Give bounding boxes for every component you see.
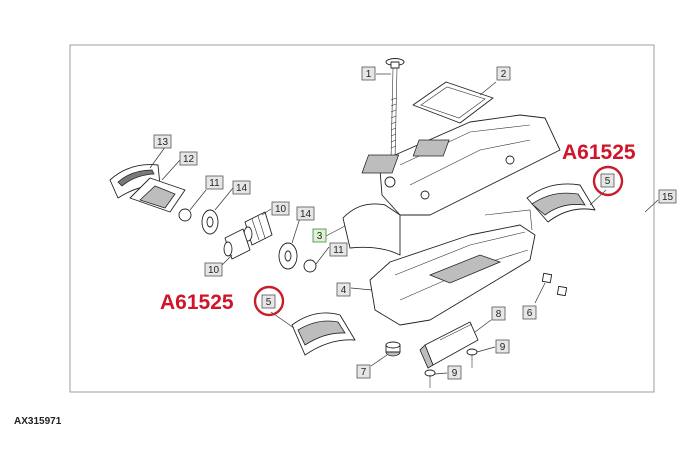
part-gasket — [412, 81, 494, 124]
part-bolt — [385, 58, 405, 161]
callout-10-upper: 10 — [271, 201, 290, 216]
part-pad-a — [541, 272, 553, 284]
svg-text:4: 4 — [341, 285, 347, 296]
svg-text:9: 9 — [452, 368, 458, 379]
part-screw-a — [424, 369, 436, 388]
figure-id: AX315971 — [14, 416, 62, 427]
svg-text:5: 5 — [266, 297, 272, 308]
part-washer-upper — [201, 209, 219, 235]
callout-10-lower: 10 — [204, 262, 223, 277]
part-shield — [109, 164, 161, 199]
part-upper-housing — [342, 114, 561, 256]
callout-3: 3 — [312, 228, 327, 243]
svg-text:9: 9 — [500, 342, 506, 353]
highlight-ring-right — [592, 165, 624, 197]
svg-text:10: 10 — [208, 265, 220, 276]
svg-text:10: 10 — [275, 204, 287, 215]
svg-text:6: 6 — [527, 308, 533, 319]
svg-text:8: 8 — [496, 309, 502, 320]
svg-text:3: 3 — [317, 231, 323, 242]
highlight-ring-left — [253, 285, 285, 317]
callout-8: 8 — [491, 306, 506, 321]
diagram-frame — [69, 44, 655, 393]
part-bushing-upper — [243, 211, 273, 246]
svg-text:11: 11 — [209, 178, 220, 189]
part-snap-ring-lower — [303, 259, 317, 273]
svg-text:7: 7 — [361, 367, 367, 378]
part-bushing-lower — [223, 228, 251, 260]
part-bearing-shell-left — [291, 312, 356, 356]
part-pad-b — [556, 285, 568, 297]
part-number-label-right: A61525 — [562, 141, 636, 164]
part-nut — [385, 341, 401, 357]
svg-text:2: 2 — [501, 69, 507, 80]
part-bearing-shell-right — [526, 183, 596, 223]
callout-9-left: 9 — [447, 365, 462, 380]
callout-5-right: 5 — [592, 165, 624, 197]
part-screw-b — [466, 348, 478, 368]
part-number-label-left: A61525 — [160, 291, 234, 314]
callout-6: 6 — [522, 305, 537, 320]
part-washer-lower — [278, 242, 298, 270]
callout-14-lower: 14 — [296, 206, 315, 221]
leader-lines — [149, 73, 659, 375]
callout-15: 15 — [658, 189, 677, 204]
part-wedge — [419, 321, 479, 369]
callout-9-right: 9 — [495, 339, 510, 354]
callout-14-upper: 14 — [232, 180, 251, 195]
svg-text:13: 13 — [157, 137, 169, 148]
callout-11-lower: 11 — [329, 242, 348, 257]
callout-5-left: 5 — [253, 285, 285, 317]
callout-7: 7 — [356, 364, 371, 379]
callout-2: 2 — [496, 66, 511, 81]
svg-text:5: 5 — [605, 176, 611, 187]
callout-11-upper: 11 — [205, 175, 224, 190]
svg-text:14: 14 — [300, 209, 312, 220]
svg-text:11: 11 — [333, 245, 344, 256]
part-snap-ring-upper — [178, 208, 192, 222]
svg-text:12: 12 — [183, 154, 195, 165]
svg-text:14: 14 — [236, 183, 248, 194]
svg-text:15: 15 — [662, 192, 674, 203]
callout-4: 4 — [336, 282, 351, 297]
callout-1: 1 — [361, 66, 376, 81]
svg-text:1: 1 — [366, 69, 372, 80]
callout-12: 12 — [179, 151, 198, 166]
callout-13: 13 — [153, 134, 172, 149]
part-clip — [129, 177, 186, 213]
part-lower-housing — [369, 209, 536, 326]
